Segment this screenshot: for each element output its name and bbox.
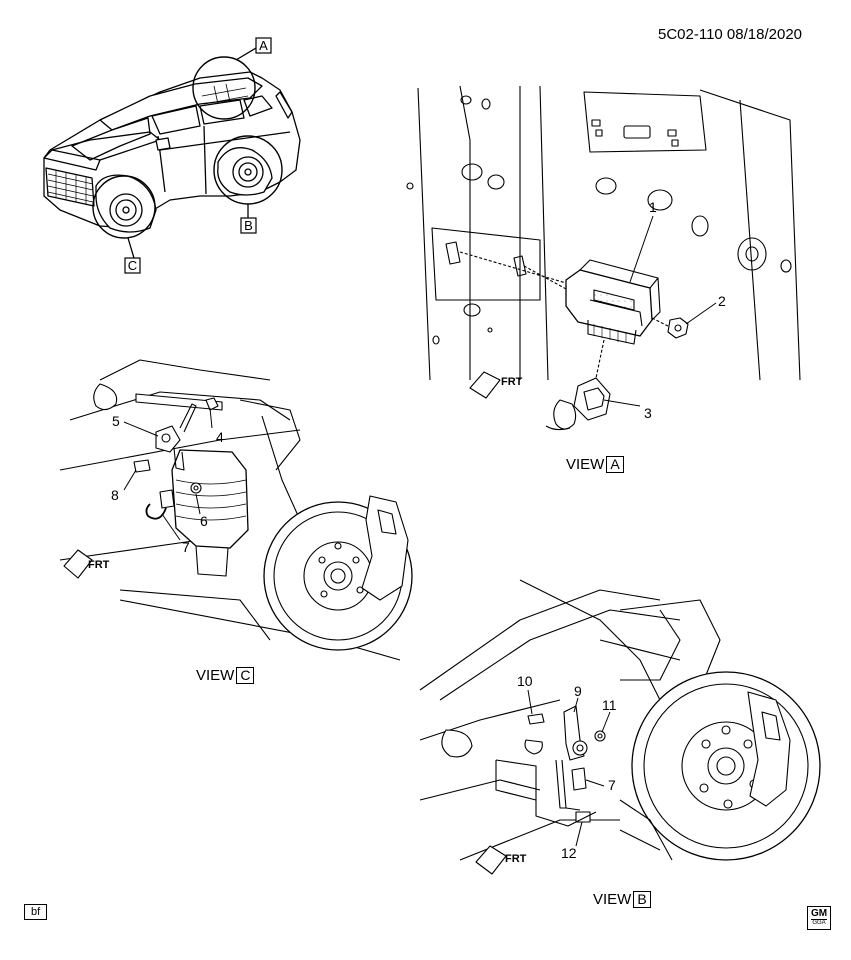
callout-11: 11 <box>602 697 617 713</box>
callout-8: 8 <box>111 487 119 503</box>
gm-logo-subtext: GGA <box>812 920 826 926</box>
frt-label-b: FRT <box>505 853 527 865</box>
callout-1: 1 <box>649 199 657 215</box>
callout-7-c: 7 <box>182 539 190 555</box>
view-b-label: VIEW <box>593 891 632 908</box>
view-c-callouts: 5 4 8 6 7 FRT <box>88 413 224 571</box>
callout-5: 5 <box>112 413 120 429</box>
view-c-leaders <box>123 407 213 541</box>
gm-logo-text: GM <box>810 908 828 920</box>
frt-label-a: FRT <box>501 376 523 388</box>
view-b-leaders <box>527 689 611 847</box>
view-c-box: C <box>236 667 255 684</box>
vehicle-overview <box>43 47 301 259</box>
overview-callouts: A B C <box>124 37 272 274</box>
view-b-box: B <box>633 891 651 908</box>
footer-tag: bf <box>24 904 48 920</box>
view-a-box: A <box>606 456 624 473</box>
callout-B: B <box>244 218 253 233</box>
callout-10: 10 <box>517 673 533 689</box>
callout-6: 6 <box>200 513 208 529</box>
view-c-label: VIEW <box>196 667 235 684</box>
callout-7-b: 7 <box>608 777 616 793</box>
callout-12: 12 <box>561 845 577 861</box>
frt-label-c: FRT <box>88 559 110 571</box>
view-a-label: VIEW <box>566 456 605 473</box>
view-b-callouts: 10 9 11 7 12 FRT <box>505 673 617 865</box>
view-a-illustration <box>406 85 801 431</box>
view-b-illustration <box>419 579 821 875</box>
gm-logo: GM GGA <box>807 906 831 930</box>
view-c-illustration <box>59 359 413 661</box>
callout-4: 4 <box>216 429 224 445</box>
view-a-leaders <box>603 215 717 407</box>
callout-3: 3 <box>644 405 652 421</box>
view-a-callouts: 1 2 3 FRT <box>501 199 726 421</box>
callout-9: 9 <box>574 683 582 699</box>
callout-C: C <box>128 258 137 273</box>
diagram-code: 5C02-110 08/18/2020 <box>658 26 803 43</box>
callout-2: 2 <box>718 293 726 309</box>
callout-A: A <box>259 38 268 53</box>
